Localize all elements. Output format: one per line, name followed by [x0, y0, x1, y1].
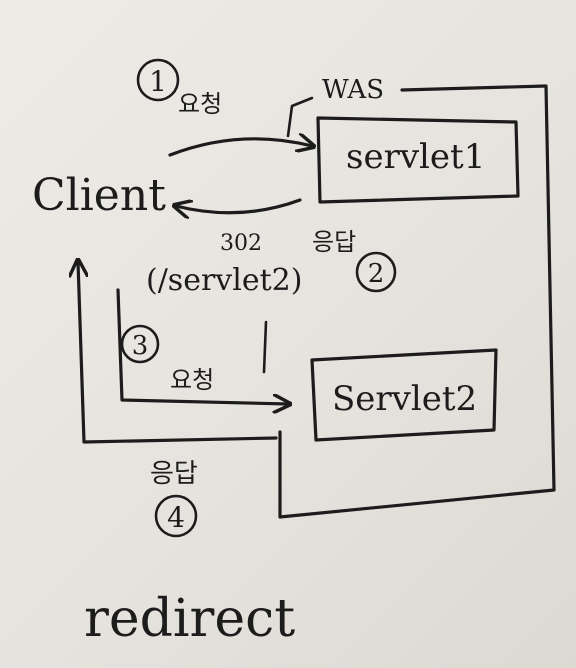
servlet1-label: servlet1 — [346, 137, 485, 177]
servlet2-label: Servlet2 — [332, 379, 477, 419]
arrow-response-2 — [176, 198, 302, 213]
step-4-circle — [154, 494, 198, 538]
arrow-request-3 — [116, 288, 288, 404]
step-2-number: 2 — [368, 259, 385, 289]
step-3-circle — [120, 324, 160, 364]
step-4-label: 응답 — [150, 459, 198, 489]
divider-mark — [262, 320, 268, 374]
was-bracket — [286, 96, 314, 138]
servlet1-box — [316, 116, 520, 204]
step-4-number: 4 — [167, 501, 185, 534]
step-2-location: (/servlet2) — [146, 263, 302, 298]
servlet2-box — [310, 348, 498, 442]
caption: redirect — [84, 589, 295, 649]
step-2-label: 응답 — [312, 228, 356, 256]
was-label: WAS — [322, 75, 384, 105]
step-2-status: 302 — [220, 231, 262, 256]
step-1-label: 요청 — [178, 90, 222, 118]
arrow-response-4 — [78, 262, 278, 444]
step-1-circle — [136, 58, 180, 102]
client-label: Client — [32, 170, 166, 221]
was-container — [278, 84, 556, 519]
step-3-number: 3 — [132, 331, 149, 361]
step-2-circle — [355, 251, 397, 293]
step-3-label: 요청 — [170, 366, 214, 394]
arrow-request-1 — [168, 139, 312, 157]
step-1-number: 1 — [149, 65, 167, 98]
